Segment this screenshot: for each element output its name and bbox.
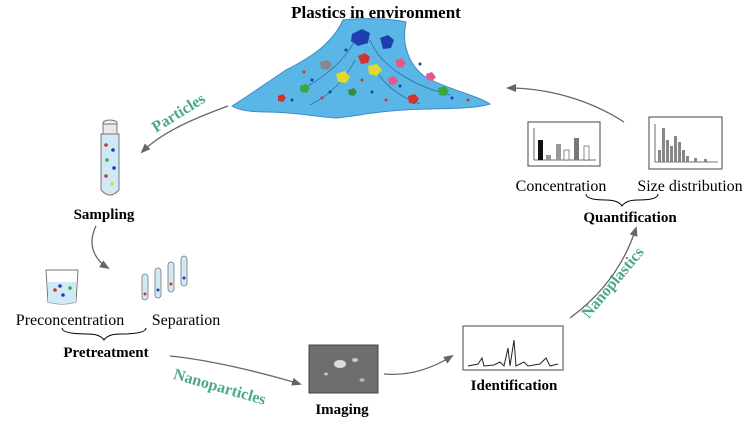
flow-label-nanoparticles: Nanoparticles: [172, 366, 268, 409]
step-separation: Separation: [152, 312, 220, 329]
pretreatment-brace: [61, 327, 147, 341]
quantification-brace: [585, 193, 659, 207]
spectrum-icon: [462, 325, 564, 371]
test-tubes-icon: [141, 255, 188, 301]
histogram-icon: [648, 116, 723, 170]
flow-label-nanoplastics: Nanoplastics: [579, 244, 648, 322]
arrow-pretreatment-to-imaging: [169, 355, 302, 386]
step-imaging: Imaging: [315, 402, 369, 418]
diagram-title: Plastics in environment: [291, 3, 461, 22]
step-sampling: Sampling: [74, 207, 135, 223]
environment-water-icon: [231, 18, 492, 119]
step-pretreatment: Pretreatment: [63, 345, 148, 361]
step-size-distribution: Size distribution: [637, 178, 742, 195]
step-identification: Identification: [471, 378, 558, 394]
arrow-environment-to-sampling: [140, 105, 229, 154]
beaker-icon: [45, 269, 79, 305]
arrow-identification-to-quantification: [569, 226, 638, 319]
arrow-sampling-to-pretreatment: [91, 225, 110, 270]
arrow-imaging-to-identification: [383, 354, 454, 376]
step-concentration: Concentration: [516, 178, 607, 195]
bar-chart-icon: [527, 121, 601, 167]
step-preconcentration: Preconcentration: [16, 312, 124, 329]
arrow-quantification-to-environment: [506, 84, 625, 123]
sample-tube-icon: [100, 119, 120, 196]
flow-label-particles: Particles: [149, 90, 208, 136]
step-quantification: Quantification: [583, 210, 677, 226]
microscope-image-icon: [308, 344, 379, 394]
